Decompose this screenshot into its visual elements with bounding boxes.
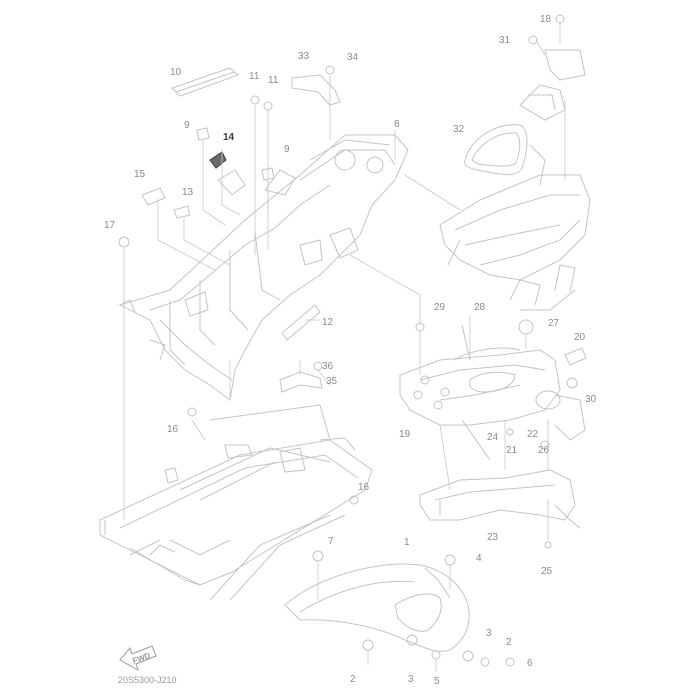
callout-2: 2 <box>350 674 356 685</box>
callout-5: 5 <box>434 676 440 687</box>
callout-3: 3 <box>486 628 492 639</box>
callout-16: 16 <box>358 482 370 493</box>
callout-9: 9 <box>284 144 290 155</box>
callout-13: 13 <box>182 187 194 198</box>
callout-2: 2 <box>506 637 512 648</box>
callout-31: 31 <box>499 35 511 46</box>
callout-12: 12 <box>322 317 334 328</box>
callout-23: 23 <box>487 532 499 543</box>
part-35-bracket <box>279 371 323 393</box>
callout-35: 35 <box>326 376 338 387</box>
callout-27: 27 <box>548 318 560 329</box>
callout-4: 4 <box>476 553 482 564</box>
callout-29: 29 <box>434 302 446 313</box>
part-33-bracket <box>291 74 341 106</box>
callout-1: 1 <box>404 537 410 548</box>
callout-36: 36 <box>322 361 334 372</box>
rear-frame <box>99 404 373 601</box>
callout-18: 18 <box>540 14 552 25</box>
callout-labels: 1 2 2 3 3 4 5 6 7 8 9 9 10 11 11 12 13 1… <box>104 14 597 687</box>
callout-28: 28 <box>474 302 486 313</box>
callout-24: 24 <box>487 432 499 443</box>
fwd-arrow-icon: FWD <box>119 645 157 672</box>
callout-11: 11 <box>249 71 260 82</box>
part-12-strip <box>281 304 321 341</box>
callout-32: 32 <box>453 124 465 135</box>
part-14-clip <box>209 151 227 169</box>
fasteners <box>118 14 587 667</box>
callout-3: 3 <box>408 674 414 685</box>
callout-20: 20 <box>574 332 586 343</box>
callout-7: 7 <box>328 536 334 547</box>
callout-25: 25 <box>541 566 553 577</box>
callout-14: 14 <box>223 132 235 143</box>
callout-34: 34 <box>347 52 359 63</box>
callout-8: 8 <box>394 119 400 130</box>
callout-11: 11 <box>268 75 279 86</box>
callout-19: 19 <box>399 429 411 440</box>
part-32-loop <box>464 124 528 176</box>
callout-17: 17 <box>104 220 116 231</box>
callout-26: 26 <box>538 445 550 456</box>
part-10-strap <box>171 67 239 97</box>
callout-9: 9 <box>184 120 190 131</box>
callout-30: 30 <box>585 394 597 405</box>
rear-fender-inner <box>118 134 409 401</box>
callout-21: 21 <box>506 445 518 456</box>
license-bracket <box>419 469 576 521</box>
part-15-pad <box>141 187 166 206</box>
callout-15: 15 <box>134 169 146 180</box>
callout-6: 6 <box>527 658 533 669</box>
leader-lines <box>123 22 566 672</box>
seat-frame-upper <box>439 49 591 311</box>
callout-33: 33 <box>298 51 310 62</box>
drawing-code: 20S5300-J210 <box>118 675 177 685</box>
part-13-pad <box>173 205 191 219</box>
tail-light-assembly <box>399 347 586 441</box>
callout-16: 16 <box>167 424 179 435</box>
front-fender <box>284 563 470 652</box>
callout-22: 22 <box>527 429 539 440</box>
callout-10: 10 <box>170 67 182 78</box>
